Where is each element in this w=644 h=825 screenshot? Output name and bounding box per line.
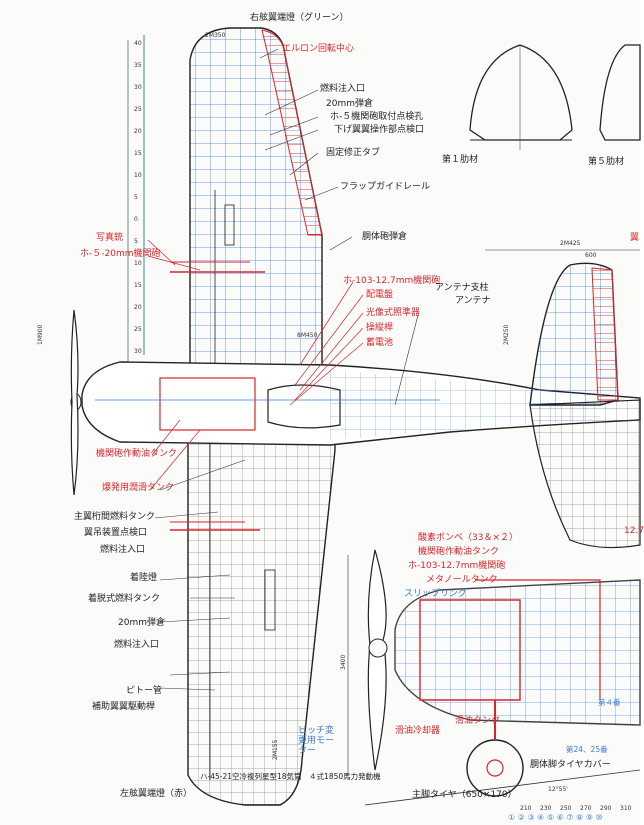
label-flap-hatch: 下げ翼翼操作部点検口 xyxy=(334,125,425,135)
label-camera-gun: 写真銃 xyxy=(96,233,124,243)
label-fuel-filler-3: 燃料注入口 xyxy=(114,640,160,650)
station-number: 15 xyxy=(134,282,142,289)
circle-marker: ⑩ xyxy=(595,813,603,822)
circle-marker: ③ xyxy=(527,813,535,822)
station-number: 35 xyxy=(134,62,142,69)
station-number: 40 xyxy=(134,40,142,47)
label-fuel-filler-1: 燃料注入口 xyxy=(320,84,366,94)
label-oxygen: 酸素ボンベ（33＆×２） xyxy=(418,533,518,543)
label-main-tire: 主脚タイヤ（650×170） xyxy=(412,790,517,800)
circle-marker: ⑤ xyxy=(546,813,555,822)
label-aux-spar: 補助翼翼駆動桿 xyxy=(92,702,156,712)
label-control-stick: 操縦桿 xyxy=(366,323,394,333)
label-ho103-gun: ホ-103-12.7mm機関砲 xyxy=(343,276,441,286)
bottom-station: 310 xyxy=(620,805,632,812)
dim-fuselage-h: 1M900 xyxy=(37,324,44,345)
label-trim-tab: 固定修正タブ xyxy=(326,148,381,158)
bottom-station: 210 xyxy=(520,805,532,812)
station-number: 30 xyxy=(134,84,142,91)
dim-span: 8M450 xyxy=(297,332,318,339)
circle-marker: ② xyxy=(517,813,525,822)
label-ho5-20mm: ホ-５-20mm機関砲 xyxy=(80,249,161,259)
label-slip-ring: スリップリング xyxy=(404,589,468,599)
dim-tail-angle: 12°55' xyxy=(548,786,568,793)
dim-fin-height: 2M250 xyxy=(503,324,510,345)
red-leader-lines xyxy=(147,239,364,491)
side-view xyxy=(347,549,641,806)
label-explosive-tank: 爆発用潤滑タンク xyxy=(102,483,175,493)
circle-marker: ④ xyxy=(537,813,545,822)
bottom-station: 250 xyxy=(560,805,572,812)
circle-marker: ⑥ xyxy=(556,813,564,822)
label-right-cut-2: 12.7 xyxy=(624,526,644,536)
label-right-wingtip-light: 右舷翼端燈（グリーン） xyxy=(250,13,349,23)
lower-wing xyxy=(170,439,336,806)
rib-1-label: 第１肋材 xyxy=(442,155,479,165)
station-number: 10 xyxy=(134,260,142,267)
leader-lines xyxy=(154,48,419,691)
label-bomb-rack-hatch: 翼吊装置点検口 xyxy=(84,528,148,538)
label-oil-cooler: 滑油冷却器 xyxy=(395,726,441,736)
bottom-station: 230 xyxy=(540,805,552,812)
label-antenna-mast: アンテナ支柱 xyxy=(435,283,489,293)
dim-chord: 2M350 xyxy=(205,32,226,39)
station-number: 5 xyxy=(134,194,138,201)
station-number: 25 xyxy=(134,326,142,333)
label-tire-cover: 胴体脚タイヤカバー xyxy=(530,760,611,770)
label-gun-hyd-tank-2: 機関砲作動油タンク xyxy=(418,547,500,557)
label-frame-24: 第24、25番 xyxy=(566,745,608,754)
tail-fin xyxy=(485,249,641,549)
label-pitot: ピトー管 xyxy=(126,686,163,696)
label-right-cut-1: 翼 xyxy=(630,233,640,243)
label-frame-4: 第４番 xyxy=(598,698,621,707)
label-ho103-gun-2: ホ-103-12.7mm機関砲 xyxy=(408,561,506,571)
bottom-circle-markers: ① ② ③ ④ ⑤ ⑥ ⑦ ⑧ ⑨ ⑩ xyxy=(508,813,603,822)
label-engine: ハ-45-21空冷複列星型18気筒 ４式1850馬力発動機 xyxy=(200,772,381,781)
label-aileron-hinge: エルロン回転中心 xyxy=(282,44,355,54)
label-ho5-mount-hatch: ホ-５機関砲取付点検孔 xyxy=(330,112,424,122)
dim-lower-2: 2M155 xyxy=(272,739,279,760)
upper-wing xyxy=(170,27,323,366)
label-landing-light: 着陸燈 xyxy=(130,573,158,583)
label-pitch-motor: ピッチ変更用モーター xyxy=(298,726,335,756)
circle-marker: ① xyxy=(508,813,516,822)
rib-5-label: 第５肋材 xyxy=(588,157,625,167)
label-main-spar-tank: 主翼桁間燃料タンク xyxy=(74,512,156,522)
label-battery: 蓄電池 xyxy=(366,338,394,348)
label-optical-sight: 光像式照準器 xyxy=(366,308,421,318)
station-number: 20 xyxy=(134,128,142,135)
circle-marker: ⑧ xyxy=(576,813,584,822)
label-fuel-filler-2: 燃料注入口 xyxy=(100,545,146,555)
bottom-station: 290 xyxy=(600,805,612,812)
dim-fin: 2M425 xyxy=(560,240,581,247)
circle-marker: ⑦ xyxy=(566,813,574,822)
label-fuselage-ammo: 胴体砲弾倉 xyxy=(362,232,408,242)
label-flap-guide-rail: フラップガイドレール xyxy=(340,182,431,192)
label-distributor: 配電盤 xyxy=(366,290,394,300)
label-gun-hyd-tank: 機関砲作動油タンク xyxy=(96,449,178,459)
station-scale xyxy=(127,35,145,420)
dim-lower-1: 3400 xyxy=(340,654,347,670)
label-oil-tank: 滑油タンク xyxy=(455,716,501,726)
label-20mm-ammo-1: 20mm弾倉 xyxy=(326,99,373,109)
label-antenna: アンテナ xyxy=(455,296,491,306)
station-number: 30 xyxy=(134,348,142,355)
station-number: 10 xyxy=(134,172,142,179)
label-drop-fuel-tank: 着脱式燃料タンク xyxy=(88,594,161,604)
station-number: 25 xyxy=(134,106,142,113)
station-number: 15 xyxy=(134,150,142,157)
station-number: 5 xyxy=(134,238,138,245)
cross-sections xyxy=(469,44,641,150)
bottom-station: 270 xyxy=(580,805,592,812)
dim-fin-inner: 600 xyxy=(585,252,597,259)
station-number: 20 xyxy=(134,304,142,311)
station-number: 0 xyxy=(134,216,138,223)
label-methanol-tank: メタノールタンク xyxy=(426,575,498,585)
label-20mm-ammo-2: 20mm弾倉 xyxy=(118,618,165,628)
circle-marker: ⑨ xyxy=(585,813,593,822)
label-left-wingtip-light: 左舷翼端燈（赤） xyxy=(120,789,193,799)
